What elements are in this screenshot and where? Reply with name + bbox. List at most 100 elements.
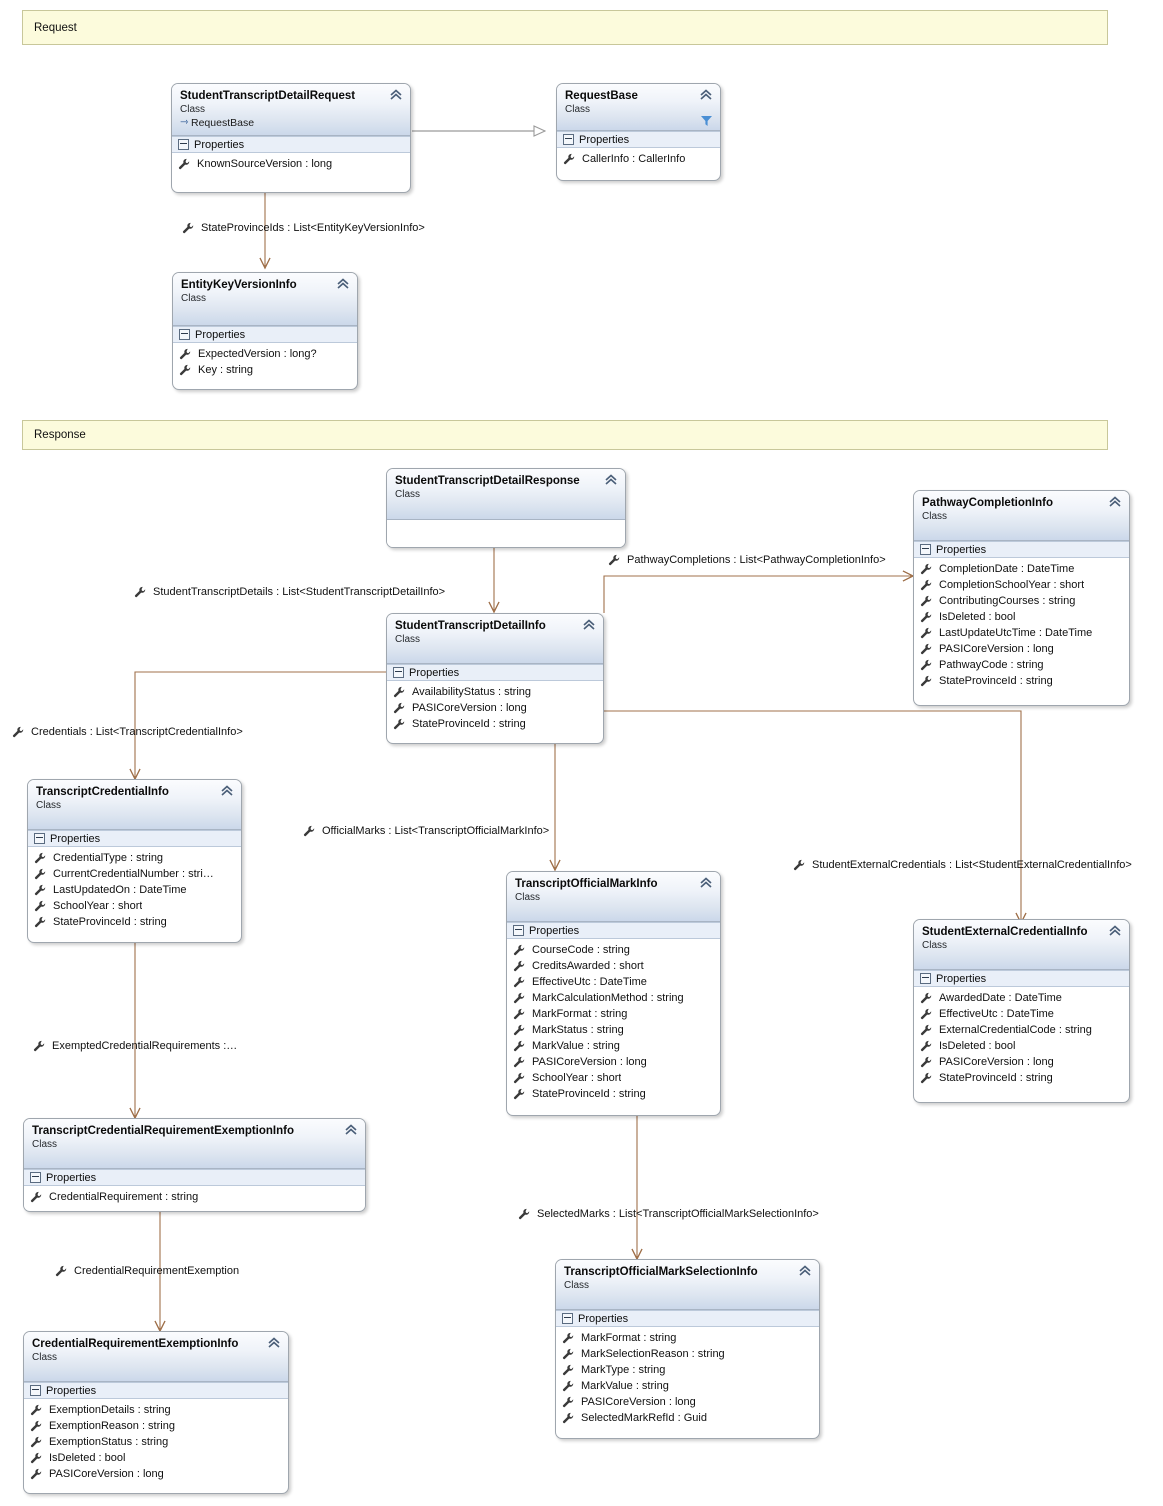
property-row: ContributingCourses : string <box>920 593 1123 609</box>
wrench-icon <box>513 944 525 956</box>
property-label: IsDeleted : bool <box>939 611 1016 623</box>
property-row: KnownSourceVersion : long <box>178 156 404 172</box>
chevron-up-icon[interactable] <box>336 278 350 290</box>
association-label-selectedmarks: SelectedMarks : List<TranscriptOfficialM… <box>518 1208 819 1220</box>
minus-box-icon[interactable] <box>563 134 574 145</box>
property-label: IsDeleted : bool <box>49 1452 126 1464</box>
association-label-text: PathwayCompletions : List<PathwayComplet… <box>627 554 886 566</box>
minus-box-icon[interactable] <box>30 1172 41 1183</box>
properties-section-header[interactable]: Properties <box>173 326 357 343</box>
chevron-up-icon[interactable] <box>220 785 234 797</box>
minus-box-icon[interactable] <box>920 544 931 555</box>
wrench-icon <box>513 960 525 972</box>
minus-box-icon[interactable] <box>179 329 190 340</box>
property-row: ExemptionDetails : string <box>30 1402 282 1418</box>
chevron-up-icon[interactable] <box>389 89 403 101</box>
property-label: LastUpdateUtcTime : DateTime <box>939 627 1093 639</box>
property-label: CurrentCredentialNumber : stri… <box>53 868 214 880</box>
class-title: StudentExternalCredentialInfo <box>922 926 1088 938</box>
wrench-icon <box>920 675 932 687</box>
association-label-text: OfficialMarks : List<TranscriptOfficialM… <box>322 825 550 837</box>
class-box-requestbase[interactable]: RequestBase Class Properties CallerInfo … <box>556 83 721 181</box>
chevron-up-icon[interactable] <box>582 619 596 631</box>
properties-section-header[interactable]: Properties <box>557 131 720 148</box>
properties-section-header[interactable]: Properties <box>24 1382 288 1399</box>
class-title: StudentTranscriptDetailInfo <box>395 620 546 632</box>
properties-section-header[interactable]: Properties <box>914 970 1129 987</box>
class-box-transcriptcredentialinfo[interactable]: TranscriptCredentialInfo Class Propertie… <box>27 779 242 943</box>
chevron-up-icon[interactable] <box>798 1265 812 1277</box>
class-box-entitykeyversioninfo[interactable]: EntityKeyVersionInfo Class Properties Ex… <box>172 272 358 390</box>
class-box-pathwaycompletioninfo[interactable]: PathwayCompletionInfo Class Properties C… <box>913 490 1130 706</box>
properties-section-header[interactable]: Properties <box>387 664 603 681</box>
properties-section-label: Properties <box>578 1312 629 1325</box>
property-row: MarkCalculationMethod : string <box>513 990 714 1006</box>
class-box-studenttranscriptdetailresponse[interactable]: StudentTranscriptDetailResponse Class <box>386 468 626 548</box>
property-row: MarkFormat : string <box>562 1330 813 1346</box>
minus-box-icon[interactable] <box>562 1313 573 1324</box>
chevron-up-icon[interactable] <box>1108 925 1122 937</box>
class-header: RequestBase Class <box>557 84 720 131</box>
property-row: Key : string <box>179 362 351 378</box>
property-label: MarkSelectionReason : string <box>581 1348 725 1360</box>
class-kind: Class <box>395 489 421 500</box>
minus-box-icon[interactable] <box>34 833 45 844</box>
class-box-transcriptcredentialrequirementexemptioninfo[interactable]: TranscriptCredentialRequirementExemption… <box>23 1118 366 1212</box>
association-label-credentialrequirementexemption: CredentialRequirementExemption <box>55 1265 239 1277</box>
class-box-studentexternalcredentialinfo[interactable]: StudentExternalCredentialInfo Class Prop… <box>913 919 1130 1103</box>
property-label: StateProvinceId : string <box>53 916 167 928</box>
properties-section-header[interactable]: Properties <box>28 830 241 847</box>
property-label: MarkValue : string <box>581 1380 669 1392</box>
minus-box-icon[interactable] <box>513 925 524 936</box>
wrench-icon <box>393 702 405 714</box>
properties-section-label: Properties <box>46 1171 97 1184</box>
lane-response[interactable]: Response <box>22 420 1108 450</box>
lane-response-label: Response <box>34 429 86 441</box>
class-box-studenttranscriptdetailrequest[interactable]: StudentTranscriptDetailRequest Class ⇾Re… <box>171 83 411 193</box>
chevron-up-icon[interactable] <box>699 877 713 889</box>
properties-section-header[interactable]: Properties <box>556 1310 819 1327</box>
chevron-up-icon[interactable] <box>604 474 618 486</box>
properties-section-header[interactable]: Properties <box>914 541 1129 558</box>
chevron-up-icon[interactable] <box>699 89 713 101</box>
association-label-credentials: Credentials : List<TranscriptCredentialI… <box>12 726 243 738</box>
minus-box-icon[interactable] <box>393 667 404 678</box>
properties-section-header[interactable]: Properties <box>24 1169 365 1186</box>
wrench-icon <box>562 1332 574 1344</box>
properties-section-header[interactable]: Properties <box>172 136 410 153</box>
chevron-up-icon[interactable] <box>1108 496 1122 508</box>
class-kind: Class <box>180 104 206 115</box>
class-box-studenttranscriptdetailinfo[interactable]: StudentTranscriptDetailInfo Class Proper… <box>386 613 604 744</box>
class-box-credentialrequirementexemptioninfo[interactable]: CredentialRequirementExemptionInfo Class… <box>23 1331 289 1494</box>
wrench-icon <box>920 1056 932 1068</box>
class-title: TranscriptCredentialRequirementExemption… <box>32 1125 294 1137</box>
chevron-up-icon[interactable] <box>267 1337 281 1349</box>
property-row: StateProvinceId : string <box>920 1070 1123 1086</box>
lane-request[interactable]: Request <box>22 10 1108 45</box>
property-label: SchoolYear : short <box>53 900 143 912</box>
minus-box-icon[interactable] <box>178 139 189 150</box>
property-row: CourseCode : string <box>513 942 714 958</box>
class-header: TranscriptOfficialMarkSelectionInfo Clas… <box>556 1260 819 1310</box>
class-title: PathwayCompletionInfo <box>922 497 1053 509</box>
wrench-icon <box>920 659 932 671</box>
wrench-icon <box>30 1420 42 1432</box>
association-label-exemptedcredentialrequirements: ExemptedCredentialRequirements :… <box>33 1040 237 1052</box>
class-box-transcriptofficialmarkselectioninfo[interactable]: TranscriptOfficialMarkSelectionInfo Clas… <box>555 1259 820 1439</box>
property-label: Key : string <box>198 364 254 376</box>
class-properties: KnownSourceVersion : long <box>172 153 410 177</box>
chevron-up-icon[interactable] <box>344 1124 358 1136</box>
property-row: LastUpdatedOn : DateTime <box>34 882 235 898</box>
class-box-transcriptofficialmarkinfo[interactable]: TranscriptOfficialMarkInfo Class Propert… <box>506 871 721 1116</box>
funnel-icon[interactable] <box>700 115 713 127</box>
minus-box-icon[interactable] <box>920 973 931 984</box>
property-row: EffectiveUtc : DateTime <box>513 974 714 990</box>
property-label: MarkStatus : string <box>532 1024 624 1036</box>
wrench-icon <box>513 1056 525 1068</box>
minus-box-icon[interactable] <box>30 1385 41 1396</box>
association-label-text: StudentExternalCredentials : List<Studen… <box>812 859 1132 871</box>
property-label: PASICoreVersion : long <box>412 702 527 714</box>
property-row: MarkStatus : string <box>513 1022 714 1038</box>
properties-section-header[interactable]: Properties <box>507 922 720 939</box>
wrench-icon <box>33 1040 45 1052</box>
